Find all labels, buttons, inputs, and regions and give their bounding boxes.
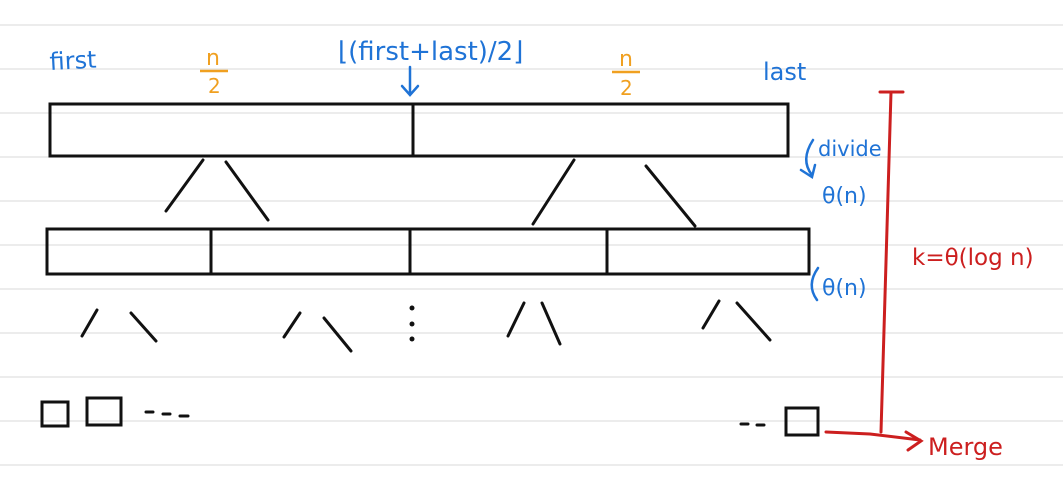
brace-arrow-icon: [799, 138, 817, 179]
leaf-boxes: [40, 396, 820, 437]
horizontal-dashes: [144, 410, 766, 427]
ruled-lines: [0, 24, 1063, 466]
fraction-denominator: 2: [208, 74, 221, 98]
top-array-box: [48, 102, 790, 158]
merge-arrow-line: [824, 430, 922, 442]
second-array: [45, 227, 811, 276]
label-theta-n-divide: θ(n): [822, 184, 867, 209]
split-stroke: [80, 308, 99, 338]
fraction-numerator: n: [619, 47, 633, 72]
label-first: first: [49, 46, 97, 76]
label-k-equals-theta-log-n: k=θ(log n): [912, 245, 1034, 271]
split-stroke: [506, 301, 526, 338]
split-stroke: [282, 311, 302, 339]
split-stroke: [224, 160, 270, 222]
second-array-box: [45, 227, 811, 276]
split-stroke: [735, 301, 772, 342]
split-stroke: [531, 158, 576, 226]
label-midpoint-formula: ⌊(first+last)/2⌋: [338, 37, 523, 67]
split-strokes-level2: [80, 299, 772, 353]
label-theta-n-level: θ(n): [822, 276, 867, 301]
blue-marks: [400, 65, 820, 302]
vertical-ellipsis: [409, 305, 415, 342]
fraction-n-over-2-right: n 2: [612, 47, 640, 100]
down-arrow-icon: [400, 65, 420, 97]
merge-arrowhead-icon: [904, 430, 924, 452]
split-stroke: [644, 164, 697, 228]
fraction-denominator: 2: [620, 76, 633, 100]
red-marks: [824, 90, 924, 452]
brace-icon: [810, 266, 820, 302]
depth-bar: [879, 90, 893, 434]
split-stroke: [164, 158, 205, 213]
leaf-box: [85, 396, 123, 427]
split-stroke: [701, 299, 721, 330]
label-divide: divide: [818, 137, 882, 161]
split-stroke: [129, 311, 158, 343]
fraction-numerator: n: [206, 46, 220, 71]
split-strokes-level1: [164, 158, 697, 228]
leaf-box: [784, 406, 820, 437]
label-last: last: [763, 58, 806, 86]
leaf-box: [40, 400, 70, 428]
split-stroke: [322, 316, 353, 353]
top-array: [48, 102, 790, 158]
fraction-n-over-2-left: n 2: [200, 46, 228, 98]
split-stroke: [540, 301, 562, 346]
label-merge: Merge: [928, 433, 1003, 461]
